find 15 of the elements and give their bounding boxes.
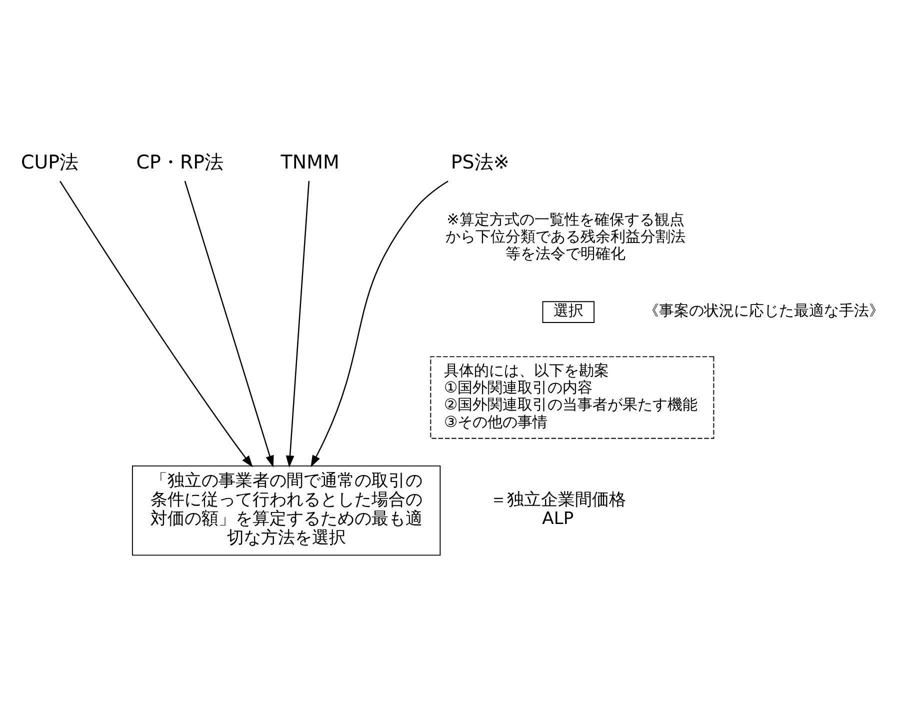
arrow	[184, 180, 274, 468]
node-box: 具体的には、以下を勘案 ①国外関連取引の内容 ②国外関連取引の当事者が果たす機能 ③その他の事情	[430, 356, 714, 439]
arrow	[286, 180, 310, 468]
label: 《事案の状況に応じた最適な手法》	[644, 302, 884, 320]
arrow	[60, 180, 253, 468]
arrow	[310, 180, 448, 468]
node-text: PS法※	[450, 152, 510, 174]
node-box: 「独立の事業者の間で通常の取引の条件に従って行われるとした場合の対価の額」を算定するための最も適切な方法を選択	[132, 465, 441, 556]
node-text: TNMM	[280, 152, 340, 174]
node-box: 選択	[542, 301, 595, 323]
label: ※算定方式の一覧性を確保する観点から下位分類である残余利益分割法等を法令で明確化	[446, 210, 686, 263]
node-label: ＝独立企業間価格	[490, 490, 626, 510]
node-text: CP・RP法	[136, 152, 224, 174]
node-label: ALP	[542, 509, 574, 530]
node-text: CUP法	[21, 152, 79, 174]
